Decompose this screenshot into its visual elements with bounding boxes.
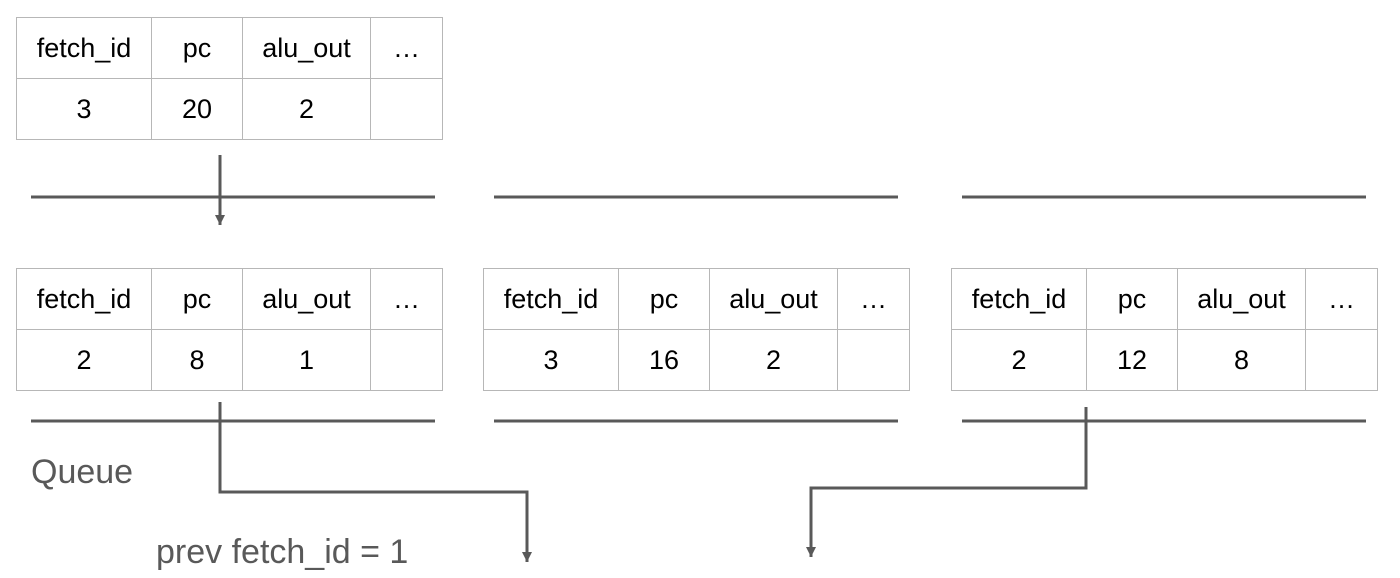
column-header: pc [618, 268, 710, 330]
table-header-row: fetch_id pc alu_out … [16, 268, 443, 330]
queue-table-3: fetch_id pc alu_out … 2 12 8 [951, 268, 1378, 391]
table-row: 2 12 8 [951, 329, 1378, 391]
queue-table-1: fetch_id pc alu_out … 2 8 1 [16, 268, 443, 391]
column-header: fetch_id [483, 268, 619, 330]
table-row: 3 16 2 [483, 329, 910, 391]
table-cell: 12 [1086, 329, 1178, 391]
table-header-row: fetch_id pc alu_out … [483, 268, 910, 330]
column-header: … [370, 268, 443, 330]
table-cell: 8 [151, 329, 243, 391]
table-cell: 16 [618, 329, 710, 391]
table-cell: 2 [951, 329, 1087, 391]
column-header: alu_out [709, 268, 838, 330]
table-header-row: fetch_id pc alu_out … [16, 17, 443, 79]
column-header: pc [151, 17, 243, 79]
arrow-queue-3-out [806, 407, 1088, 557]
column-header: fetch_id [16, 17, 152, 79]
top-register-table: fetch_id pc alu_out … 3 20 2 [16, 17, 443, 140]
prev-fetch-id-label: prev fetch_id = 1 [156, 533, 409, 571]
column-header: … [370, 17, 443, 79]
table-cell: 2 [16, 329, 152, 391]
column-header: … [837, 268, 910, 330]
table-row: 2 8 1 [16, 329, 443, 391]
table-cell: 8 [1177, 329, 1306, 391]
table-cell: 2 [242, 78, 371, 140]
column-header: alu_out [242, 17, 371, 79]
arrow-queue-1-out [218, 402, 532, 562]
table-header-row: fetch_id pc alu_out … [951, 268, 1378, 330]
table-cell [370, 329, 443, 391]
queue-table-2: fetch_id pc alu_out … 3 16 2 [483, 268, 910, 391]
table-cell [837, 329, 910, 391]
column-header: alu_out [242, 268, 371, 330]
table-cell [1305, 329, 1378, 391]
queue-label: Queue [31, 453, 134, 491]
table-cell: 20 [151, 78, 243, 140]
column-header: alu_out [1177, 268, 1306, 330]
table-cell: 3 [483, 329, 619, 391]
column-header: pc [1086, 268, 1178, 330]
column-header: fetch_id [16, 268, 152, 330]
column-header: … [1305, 268, 1378, 330]
table-cell: 2 [709, 329, 838, 391]
table-cell [370, 78, 443, 140]
table-cell: 1 [242, 329, 371, 391]
table-cell: 3 [16, 78, 152, 140]
column-header: fetch_id [951, 268, 1087, 330]
column-header: pc [151, 268, 243, 330]
table-row: 3 20 2 [16, 78, 443, 140]
